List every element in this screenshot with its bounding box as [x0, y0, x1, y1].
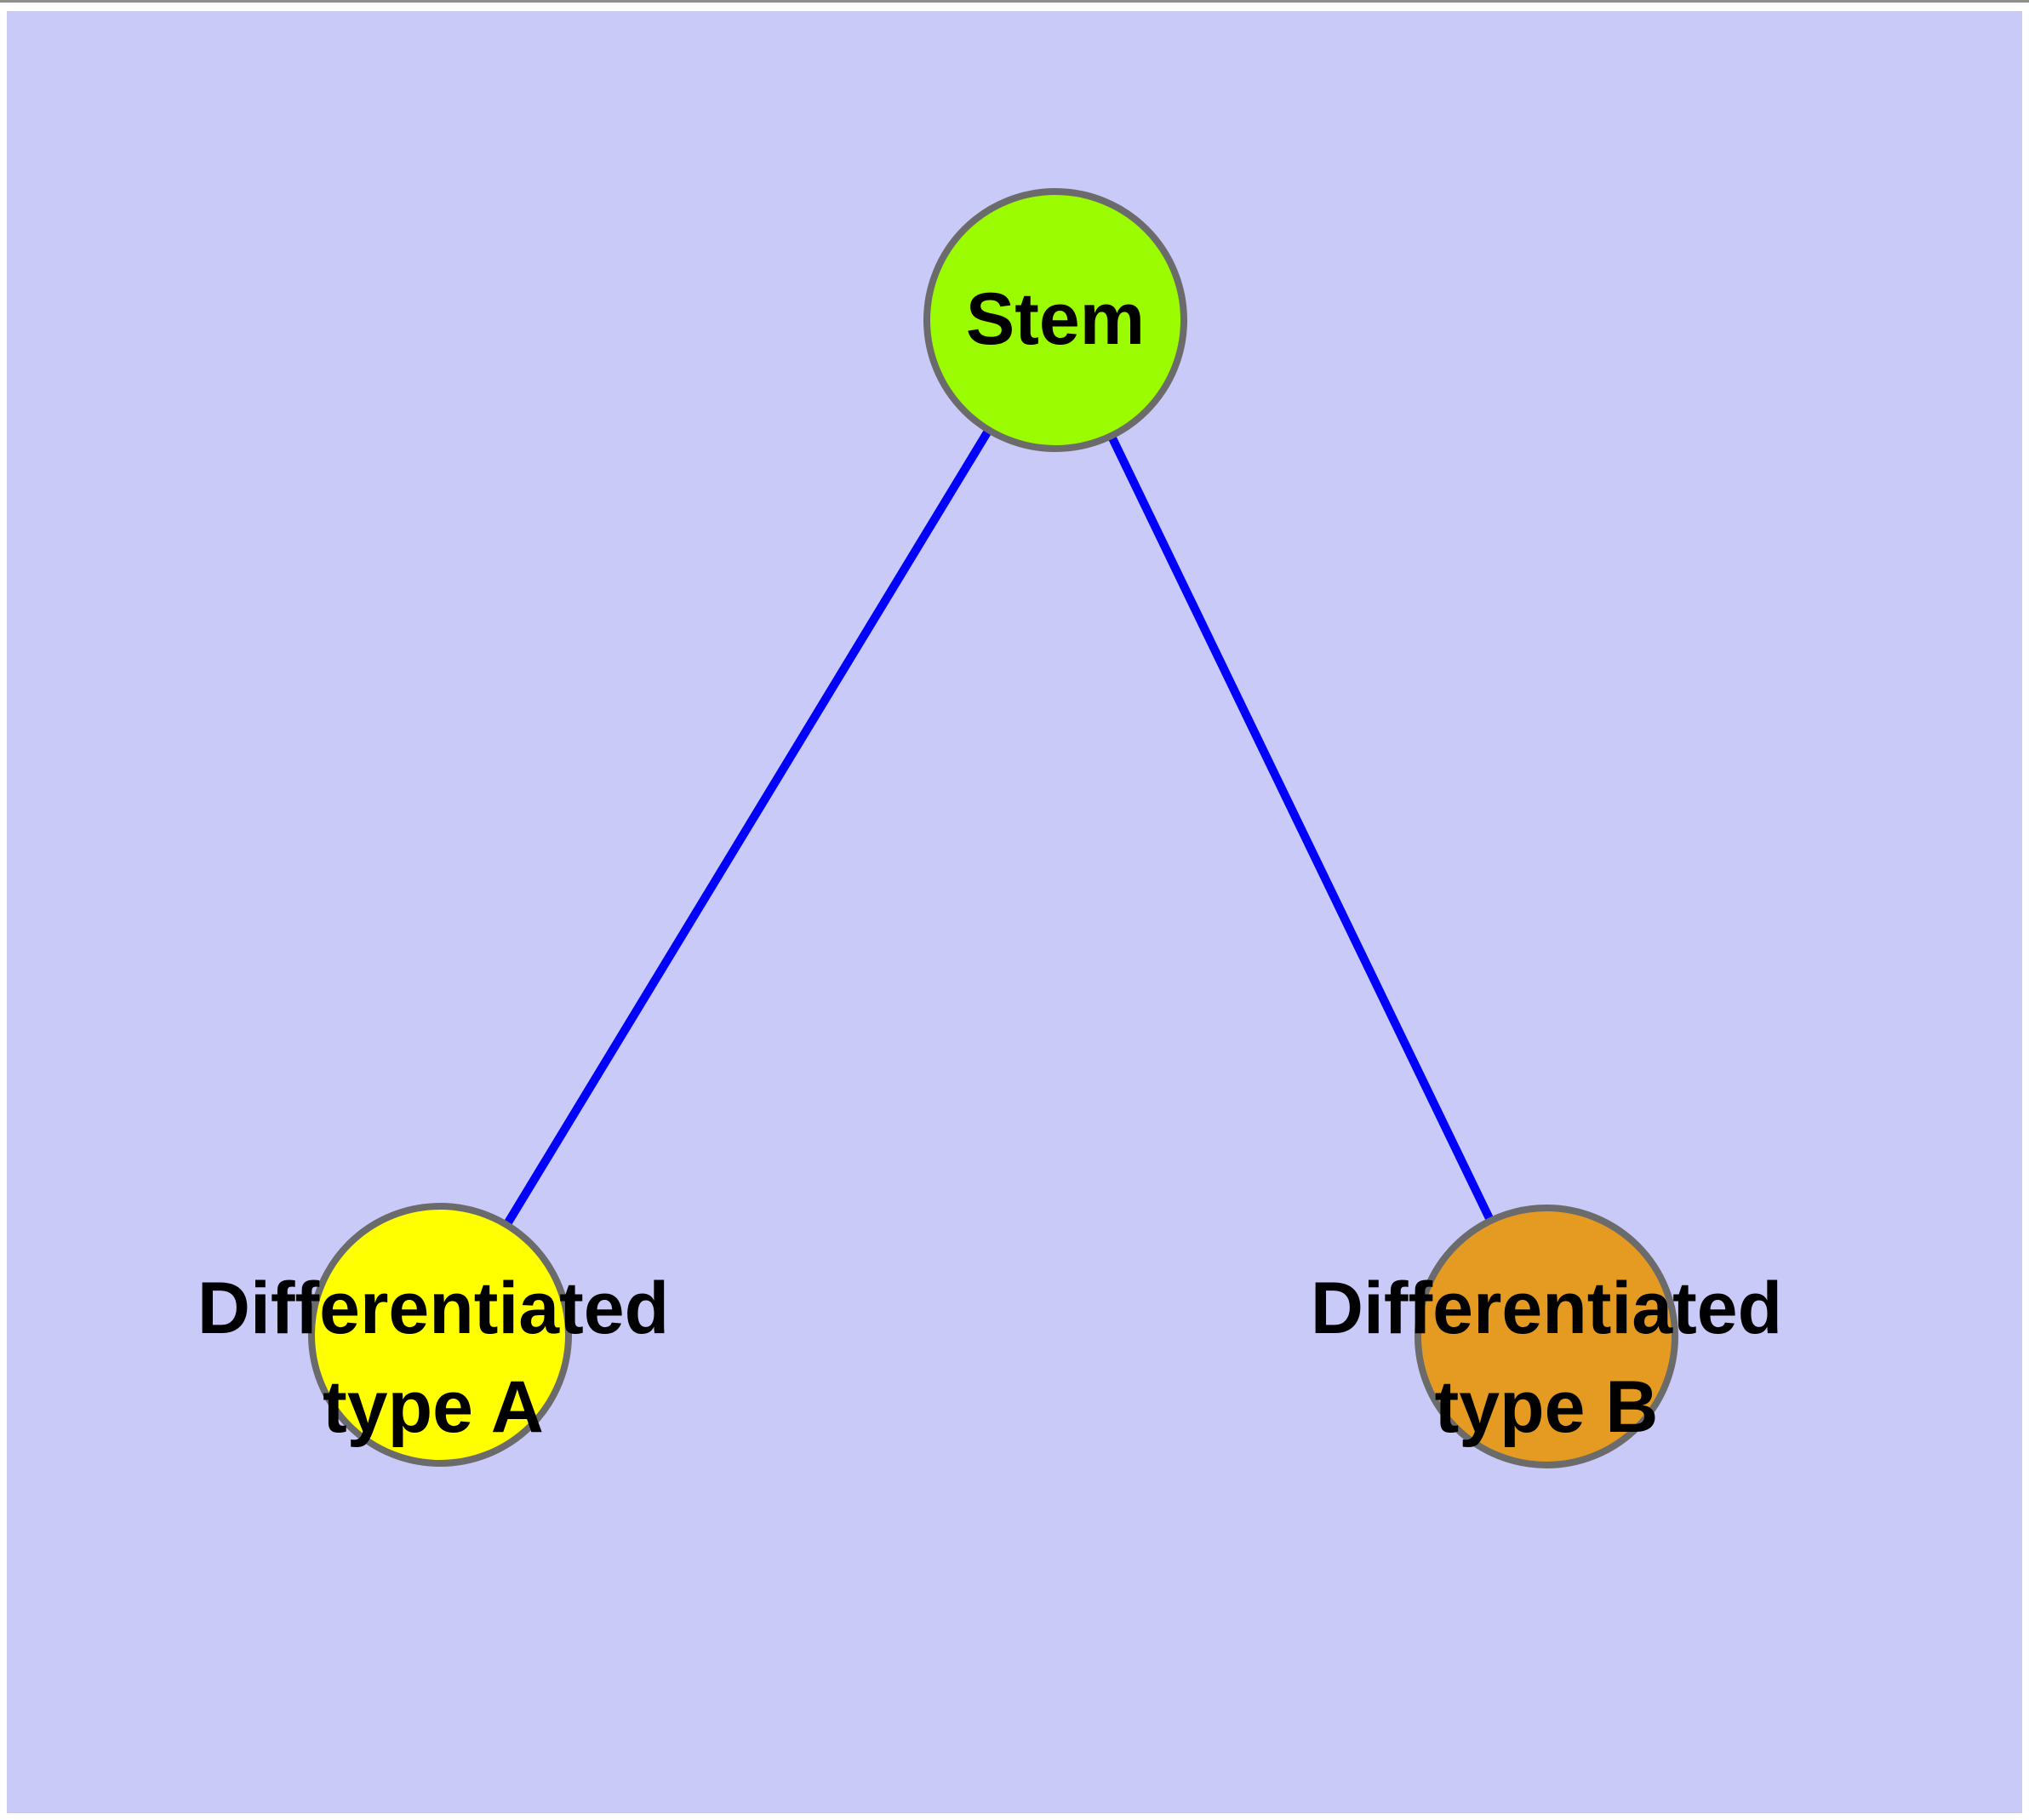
window-top-edge [0, 0, 2029, 3]
node-type-b-circle [1415, 1205, 1678, 1468]
node-stem-label: Stem [966, 278, 1145, 360]
node-type-b-label-line2: type B [1435, 1366, 1659, 1448]
node-type-a-label-line2: type A [323, 1366, 544, 1448]
node-stem-circle [923, 188, 1187, 452]
node-type-a-label-line1: Differentiated [197, 1268, 669, 1349]
node-type-b-label-line1: Differentiated [1311, 1268, 1782, 1349]
edge-stem-to-type-a [436, 318, 1060, 1337]
edge-stem-to-type-b [1051, 318, 1551, 1339]
node-type-a-circle [308, 1203, 572, 1467]
